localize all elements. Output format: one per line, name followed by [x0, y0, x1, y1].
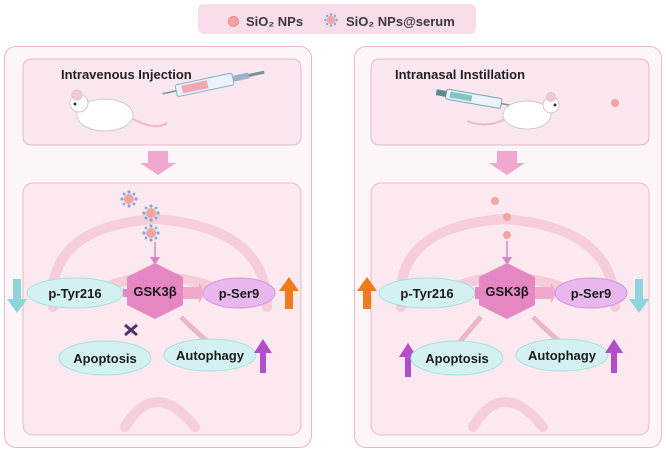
intravenous-panel: GSK3β p-Tyr216 p-Ser9 Apoptosis Autophag…	[4, 46, 312, 448]
legend: SiO₂ NPs SiO₂ NPs@serum	[198, 4, 476, 34]
nanoparticle-icon	[491, 197, 499, 205]
flow-arrow	[140, 151, 176, 175]
nanoparticle-serum-icon	[142, 204, 160, 222]
autophagy-node	[515, 338, 609, 372]
up-arrow-icon	[399, 343, 417, 377]
p-tyr216-label: p-Tyr216	[48, 286, 101, 301]
sio2-np-icon	[228, 16, 239, 27]
down-arrow-icon	[629, 279, 649, 313]
to-pser9-arrow	[535, 283, 557, 303]
p-tyr216-label: p-Tyr216	[400, 286, 453, 301]
apoptosis-node	[410, 340, 504, 376]
up-arrow-icon	[254, 339, 272, 373]
nanoparticle-icon	[503, 231, 511, 239]
gsk3b-hexagon	[479, 263, 535, 319]
gsk3b-label: GSK3β	[485, 284, 528, 299]
inhibition-icon	[124, 323, 138, 337]
nanoparticle-icon	[503, 213, 511, 221]
intranasal-panel: GSK3β p-Tyr216 p-Ser9 Apoptosis Autophag…	[354, 46, 662, 448]
to-pser9-arrow	[183, 283, 205, 303]
intranasal-diagram: GSK3β p-Tyr216 p-Ser9 Apoptosis Autophag…	[357, 58, 650, 436]
legend-sio2-nps-serum: SiO₂ NPs@serum	[346, 14, 455, 29]
apoptosis-label: Apoptosis	[425, 351, 489, 366]
up-arrow-icon	[605, 339, 623, 373]
gsk3b-label: GSK3β	[133, 284, 176, 299]
autophagy-label: Autophagy	[528, 348, 597, 363]
apoptosis-label: Apoptosis	[73, 351, 137, 366]
intravenous-title: Intravenous Injection	[61, 67, 192, 82]
nanoparticle-serum-icon	[120, 190, 138, 208]
mouse-icon	[69, 89, 168, 132]
autophagy-node	[163, 338, 257, 372]
intravenous-diagram: GSK3β p-Tyr216 p-Ser9 Apoptosis Autophag…	[7, 58, 302, 436]
down-arrow-icon	[7, 279, 27, 313]
autophagy-label: Autophagy	[176, 348, 245, 363]
nanoparticle-icon	[611, 99, 619, 107]
flow-arrow	[489, 151, 525, 175]
up-arrow-icon	[357, 277, 377, 309]
legend-sio2-nps: SiO₂ NPs	[246, 14, 304, 29]
dropper-icon	[435, 88, 518, 109]
nanoparticle-serum-icon	[142, 224, 160, 242]
p-ser9-label: p-Ser9	[219, 286, 259, 301]
p-ser9-label: p-Ser9	[571, 286, 611, 301]
instillation-box	[370, 58, 650, 146]
apoptosis-node	[58, 340, 152, 376]
sio2-np-serum-icon	[324, 13, 338, 27]
p-ser9-node	[554, 277, 628, 309]
intranasal-title: Intranasal Instillation	[395, 67, 526, 82]
syringe-icon	[162, 70, 265, 97]
mouse-icon	[466, 92, 560, 130]
gsk3b-hexagon	[127, 263, 183, 319]
up-arrow-icon	[279, 277, 299, 309]
